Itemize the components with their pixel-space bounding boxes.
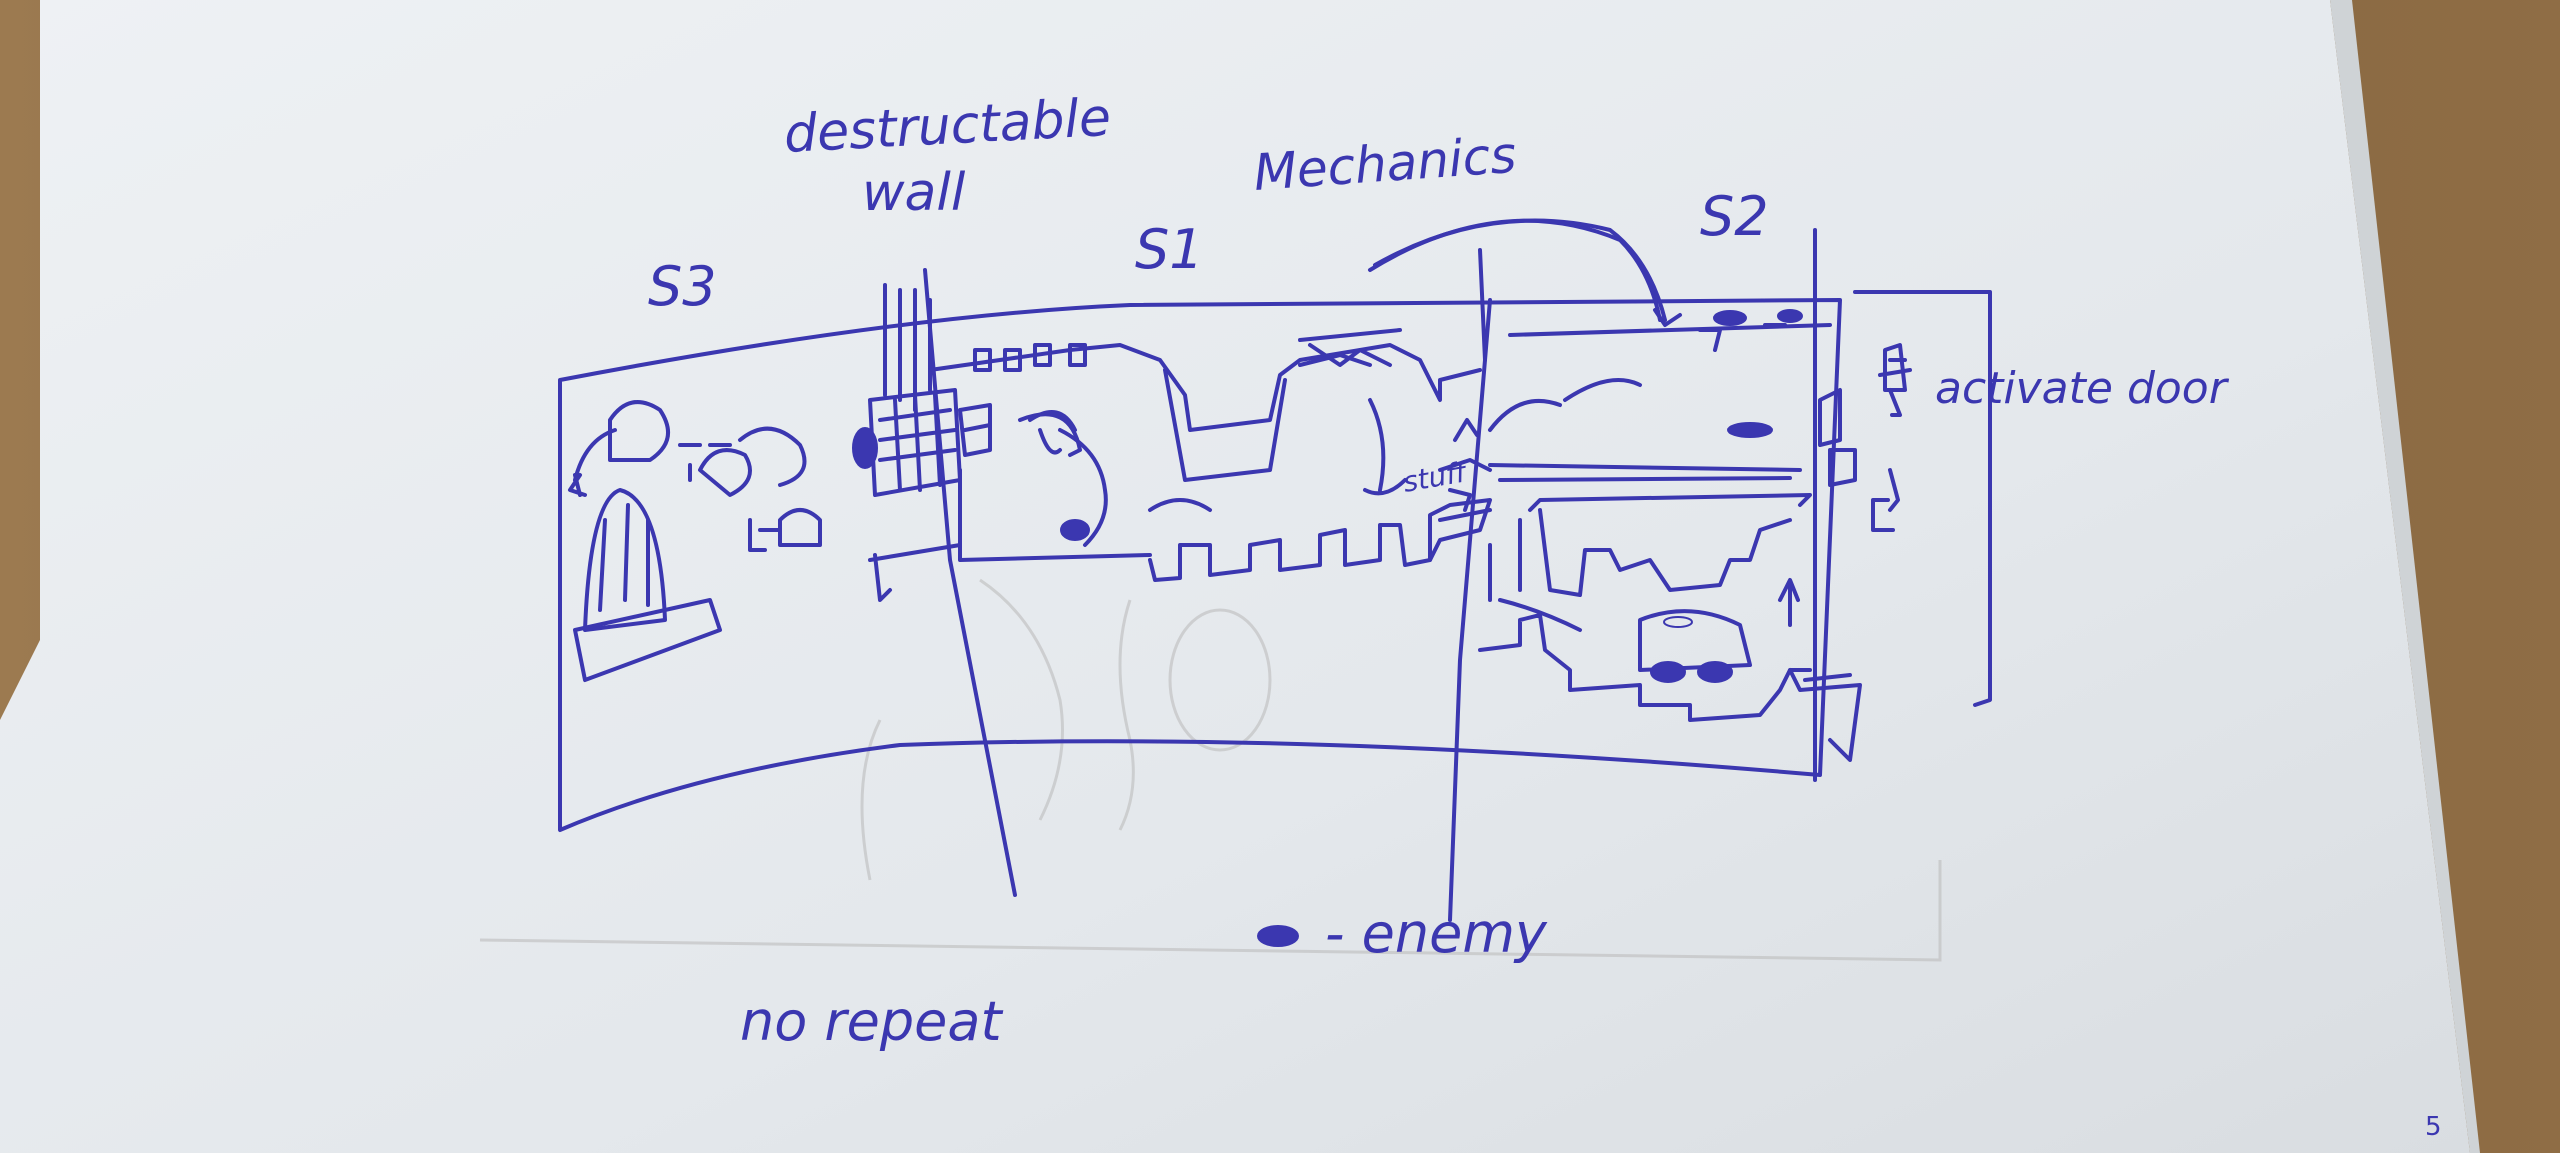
enemy-marker — [1727, 422, 1773, 438]
s2-battlement — [1528, 493, 1812, 597]
page-mark: 5 — [2425, 1112, 2442, 1142]
s3-door — [583, 488, 667, 632]
divider-s3-s1 — [923, 268, 1017, 897]
level-sketch — [558, 218, 1992, 922]
enemy-marker — [852, 427, 878, 469]
enemy-markers — [852, 309, 1803, 947]
s1-pit — [1163, 368, 1287, 482]
s2-ledge — [1488, 463, 1802, 482]
mechanics-arc — [1373, 218, 1667, 322]
label-wall: wall — [862, 163, 966, 223]
s1-area — [928, 328, 1492, 582]
enemy-marker — [1777, 309, 1803, 323]
label-no-repeat: no repeat — [740, 990, 1003, 1053]
level-outline — [558, 298, 1842, 832]
label-s1: S1 — [1135, 218, 1204, 281]
enemy-marker — [1697, 661, 1733, 683]
divider-s1-s2 — [1448, 298, 1492, 922]
enemy-marker — [1663, 616, 1693, 628]
s1-walls — [928, 343, 1482, 432]
paper-sheet — [0, 0, 2470, 1153]
label-activate-door: activate door — [1935, 363, 2230, 414]
enemy-marker — [1650, 661, 1686, 683]
s2-stairs — [1478, 613, 1812, 722]
paper-edge — [2330, 0, 2480, 1153]
right-bracket — [1853, 290, 1992, 707]
enemy-marker — [1713, 310, 1747, 326]
label-s3: S3 — [648, 255, 717, 318]
label-s2: S2 — [1700, 185, 1769, 248]
enemy-marker — [1060, 519, 1090, 541]
swing-arrow — [1028, 410, 1077, 432]
s1-battlement — [1148, 523, 1432, 582]
activate-door-frame — [1818, 343, 1912, 447]
s3-platforms — [608, 400, 822, 547]
s3-area — [573, 400, 822, 682]
enemy-legend-marker — [1257, 925, 1299, 947]
label-enemy-legend: - enemy — [1325, 902, 1548, 965]
